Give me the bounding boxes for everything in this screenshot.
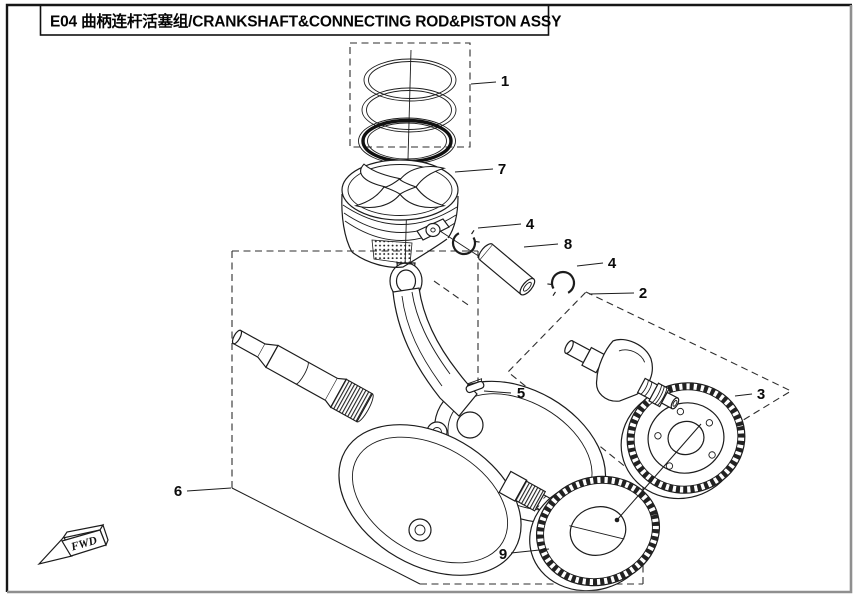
pin-axis-dashed-line [433,280,472,308]
callout-piston-ring-set: 1 [501,73,509,90]
callout-crankshaft-gear: 9 [499,546,507,563]
callout-piston-pin: 8 [564,236,572,253]
crank-web-front [338,424,522,576]
piston-pin [478,243,536,296]
title-block: E04 曲柄连杆活塞组/CRANKSHAFT&CONNECTING ROD&PI… [39,4,562,36]
woodruff-key [465,378,485,394]
fwd-direction-marker: FWD [37,523,109,566]
piston-pin-circlip-lower [547,270,576,297]
page-border [5,3,853,594]
crankshaft-left-nose [231,329,374,423]
piston [341,159,459,268]
page-title: E04 曲柄连杆活塞组/CRANKSHAFT&CONNECTING ROD&PI… [50,12,562,31]
balance-shaft-gear [620,382,746,500]
callout-crankshaft-assembly: 6 [174,483,182,500]
crank-pin [456,411,484,439]
balance-shaft-dashed-box [507,291,793,482]
piston-skirt-coating [371,239,413,265]
leader-lines [186,81,753,554]
callout-circlip-upper: 4 [526,216,535,233]
callout-balance-shaft-assembly: 2 [639,285,647,302]
callout-circlip-lower: 4 [608,255,617,272]
callout-piston: 7 [498,161,506,178]
callout-balance-shaft-gear: 3 [757,386,765,403]
gear-mesh-alignment-line [614,423,702,523]
ring-set-dashed-box [349,42,471,148]
balance-shaft [564,338,680,410]
crankshaft-assembly [231,262,607,576]
piston-ring-set [358,58,457,165]
connecting-rod [389,262,478,417]
crankshaft-gear [529,475,661,592]
callout-woodruff-key: 5 [517,385,525,402]
